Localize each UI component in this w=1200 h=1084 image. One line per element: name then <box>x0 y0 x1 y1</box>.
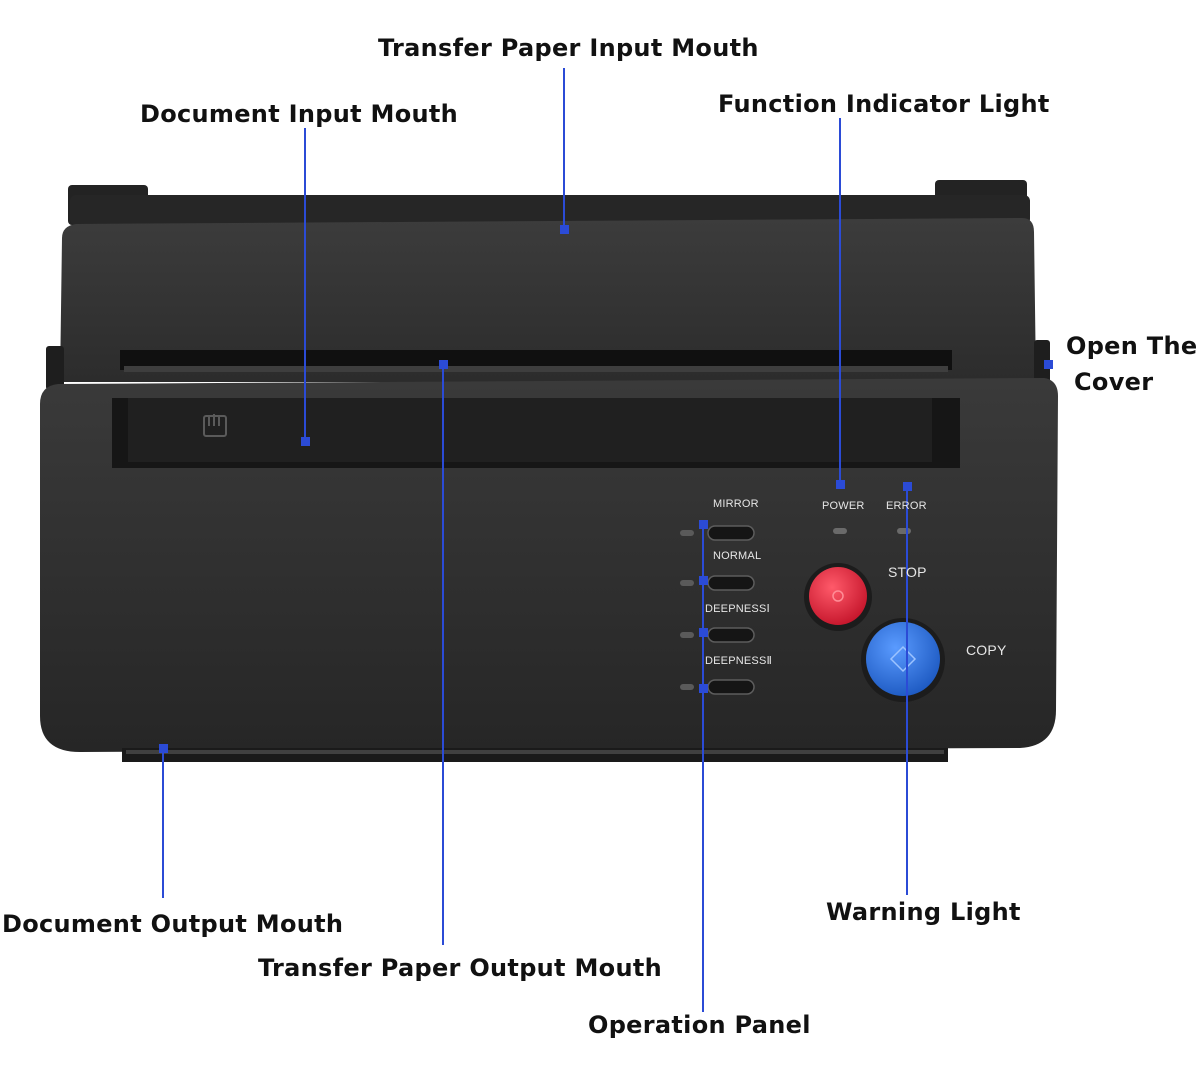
callout-open-the-cover-line2: Cover <box>1074 368 1154 396</box>
deepness-2-led <box>680 684 694 690</box>
normal-button[interactable] <box>707 575 755 591</box>
callout-document-output-mouth: Document Output Mouth <box>2 910 344 938</box>
callout-open-the-cover-line1: Open The <box>1066 332 1198 360</box>
callout-transfer-paper-input-mouth: Transfer Paper Input Mouth <box>378 34 759 62</box>
deepness-1-led <box>680 632 694 638</box>
callout-transfer-paper-output-mouth: Transfer Paper Output Mouth <box>258 954 663 982</box>
copy-button[interactable] <box>861 618 945 702</box>
marker-transfer-paper-output <box>439 360 448 369</box>
paper-hand-icon <box>203 414 227 437</box>
cover-latch[interactable] <box>1034 340 1050 386</box>
deepness-2-label: DEEPNESSⅡ <box>705 655 773 667</box>
callout-function-indicator-light: Function Indicator Light <box>718 90 1050 118</box>
marker-transfer-paper-input <box>560 225 569 234</box>
marker-operation-panel-4 <box>699 684 708 693</box>
normal-label: NORMAL <box>713 550 762 562</box>
transfer-paper-slot[interactable] <box>120 350 952 370</box>
normal-led <box>680 580 694 586</box>
mirror-led <box>680 530 694 536</box>
error-led <box>897 528 911 534</box>
back-rail <box>70 195 1030 225</box>
callout-operation-panel: Operation Panel <box>588 1011 811 1039</box>
marker-open-cover <box>1044 360 1053 369</box>
leader-lines <box>159 68 1053 1012</box>
marker-operation-panel-2 <box>699 576 708 585</box>
marker-warning-light <box>903 482 912 491</box>
mirror-button-group[interactable] <box>680 525 755 541</box>
printer-body <box>40 378 1058 752</box>
copy-label: COPY <box>966 642 1007 658</box>
deepness-1-label: DEEPNESSⅠ <box>705 603 770 615</box>
marker-function-indicator <box>836 480 845 489</box>
left-side-ridge <box>46 346 64 390</box>
callout-document-input-mouth: Document Input Mouth <box>140 100 459 128</box>
stop-label: STOP <box>888 564 927 580</box>
deepness-2-button-group[interactable] <box>680 679 755 695</box>
deepness-2-button[interactable] <box>707 679 755 695</box>
marker-document-output <box>159 744 168 753</box>
power-led <box>833 528 847 534</box>
copy-icon <box>889 645 917 673</box>
callout-warning-light: Warning Light <box>826 898 1021 926</box>
marker-operation-panel-1 <box>699 520 708 529</box>
stop-button[interactable] <box>804 563 872 631</box>
marker-document-input <box>301 437 310 446</box>
marker-operation-panel-3 <box>699 628 708 637</box>
deepness-1-button[interactable] <box>707 627 755 643</box>
mirror-button[interactable] <box>707 525 755 541</box>
mirror-label: MIRROR <box>713 498 759 510</box>
stop-icon <box>832 590 844 602</box>
power-label: POWER <box>822 500 865 512</box>
error-label: ERROR <box>886 500 927 512</box>
